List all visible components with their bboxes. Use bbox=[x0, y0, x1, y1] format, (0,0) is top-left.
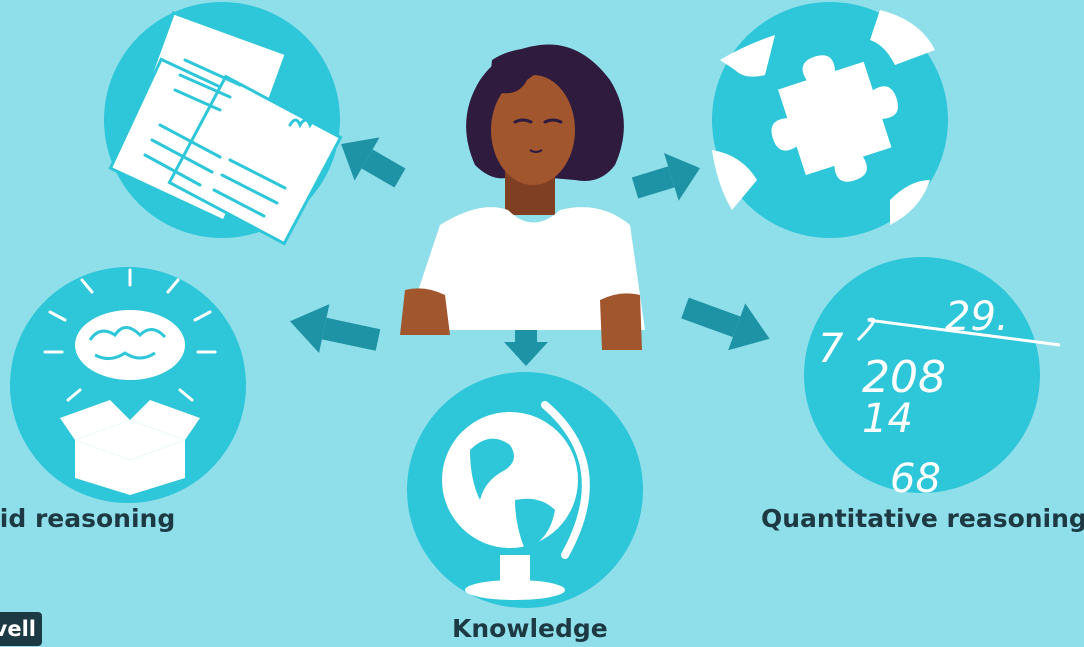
person-right-arm bbox=[600, 293, 642, 350]
puzzle-circle bbox=[712, 2, 948, 238]
brain-icon bbox=[75, 310, 185, 380]
quantitative-circle: 29. 7 208 14 68 bbox=[804, 257, 1061, 502]
math-dividend: 208 bbox=[862, 352, 946, 403]
open-box-icon bbox=[60, 400, 200, 495]
quantitative-reasoning-label: Quantitative reasoning bbox=[761, 504, 1084, 533]
idea-rays-icon bbox=[43, 268, 217, 402]
brand-logo: vell bbox=[0, 612, 42, 646]
math-divisor: 7 bbox=[818, 326, 844, 372]
fluid-reasoning-circle bbox=[10, 267, 246, 503]
arrow-to-fluid-reasoning bbox=[289, 304, 381, 354]
puzzle-piece-icon bbox=[712, 10, 935, 225]
knowledge-circle bbox=[407, 372, 643, 608]
globe-icon bbox=[442, 401, 590, 600]
arrow-to-puzzle bbox=[631, 152, 701, 201]
fluid-reasoning-label: uid reasoning bbox=[0, 504, 176, 533]
knowledge-label: Knowledge bbox=[452, 614, 608, 643]
person-left-arm bbox=[400, 288, 450, 335]
person-shirt bbox=[405, 207, 645, 330]
person-face bbox=[491, 75, 575, 185]
arrows bbox=[289, 137, 770, 366]
documents-circle bbox=[104, 2, 343, 246]
person-figure bbox=[400, 44, 645, 350]
math-row-2: 68 bbox=[890, 456, 941, 502]
math-row-1: 14 bbox=[862, 396, 913, 442]
arrow-to-documents bbox=[341, 137, 406, 188]
math-quotient: 29. bbox=[945, 294, 1009, 340]
arrow-to-quantitative bbox=[681, 297, 770, 351]
